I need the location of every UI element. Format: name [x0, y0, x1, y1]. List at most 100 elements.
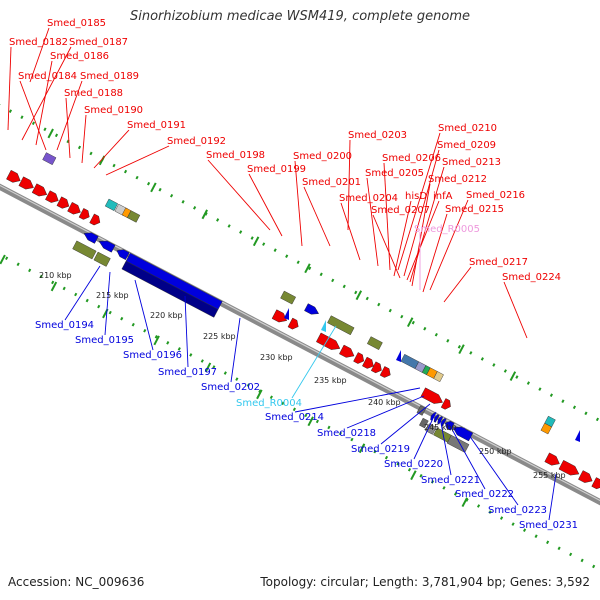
- top-tick-5: [304, 263, 311, 274]
- forward-gene-13-shape: [362, 356, 374, 369]
- label-forward-23: infA: [433, 191, 453, 202]
- leader-forward-23: [406, 200, 440, 281]
- label-forward-18: Smed_0207: [371, 205, 430, 216]
- forward-gene-8: [271, 309, 288, 323]
- reverse-gene-3b-shape: [121, 260, 219, 318]
- label-forward-11: Smed_0199: [247, 164, 306, 175]
- leader-reverse-10: [447, 421, 486, 490]
- leader-forward-4: [19, 80, 47, 151]
- forward-gene-5: [67, 202, 81, 215]
- leader-reverse-7: [380, 403, 431, 445]
- leader-forward-9: [105, 145, 170, 176]
- leader-forward-5: [56, 80, 83, 151]
- leader-forward-14: [347, 139, 351, 231]
- label-forward-27: Smed_0217: [469, 257, 528, 268]
- forward-gene-1-shape: [18, 176, 34, 190]
- leader-forward-26: [422, 213, 448, 293]
- leader-reverse-0: [64, 265, 101, 321]
- forward-misc-15-shape: [540, 422, 552, 435]
- scale-label-0: 210 kbp: [39, 271, 72, 280]
- leader-forward-15: [340, 202, 361, 261]
- label-forward-24: Smed_0212: [428, 174, 487, 185]
- leader-reverse-12: [548, 473, 557, 521]
- forward-misc-0: [42, 152, 57, 166]
- marker-1: [396, 350, 401, 362]
- forward-gene-15-shape: [379, 366, 391, 378]
- label-forward-7: Smed_0190: [84, 105, 143, 116]
- label-reverse-1: Smed_0195: [75, 335, 134, 346]
- reverse-gene-5-shape: [433, 414, 440, 423]
- marker-0: [284, 308, 289, 320]
- scale-tick-5: [256, 389, 263, 400]
- leader-reverse-8: [413, 411, 437, 460]
- forward-misc-13: [433, 371, 444, 383]
- forward-gene-16-shape: [420, 387, 443, 404]
- reverse-block-0-shape: [72, 240, 97, 260]
- forward-gene-6: [78, 208, 90, 220]
- leader-reverse-4: [230, 317, 241, 383]
- reverse-block-1-shape: [93, 251, 111, 267]
- forward-gene-0: [6, 169, 21, 183]
- forward-misc-4-shape: [127, 210, 141, 223]
- label-reverse-7: Smed_0219: [351, 444, 410, 455]
- forward-gene-5-shape: [67, 202, 81, 215]
- label-forward-rna-0: Smed_R0005: [414, 224, 480, 235]
- leader-reverse-6: [346, 395, 425, 429]
- scale-tick-1: [50, 281, 58, 292]
- scale-label-6: 240 kbp: [368, 398, 401, 407]
- reverse-block-5-shape: [419, 417, 429, 429]
- scale-tick-3: [153, 335, 160, 346]
- forward-gene-9-shape: [287, 317, 299, 330]
- scale-tick-9: [461, 497, 468, 508]
- top-tick-4: [252, 236, 260, 247]
- leader-reverse-5: [294, 387, 421, 413]
- label-forward-19: Smed_0210: [438, 123, 497, 134]
- label-forward-12: Smed_0200: [293, 151, 352, 162]
- scale-tick-7: [358, 443, 366, 454]
- reverse-block-2: [425, 423, 437, 435]
- reverse-block-5: [419, 417, 429, 429]
- label-forward-5: Smed_0189: [80, 71, 139, 82]
- label-forward-4: Smed_0184: [18, 71, 77, 82]
- scale-label-8: 250 kbp: [479, 447, 512, 456]
- top-tick-7: [406, 317, 414, 328]
- label-forward-20: Smed_0209: [437, 140, 496, 151]
- label-reverse-0: Smed_0194: [35, 320, 94, 331]
- forward-gene-10-shape: [316, 332, 341, 350]
- label-forward-28: Smed_0224: [502, 272, 561, 283]
- leader-forward-7: [81, 114, 87, 164]
- scale-label-2: 220 kbp: [150, 311, 183, 320]
- forward-gene-15: [379, 366, 391, 378]
- reverse-block-0: [72, 240, 97, 260]
- top-tick-0: [47, 128, 54, 139]
- forward-gene-0-shape: [6, 169, 21, 183]
- forward-gene-8-shape: [271, 309, 288, 323]
- reverse-gene-1: [98, 240, 116, 253]
- forward-gene-2: [31, 183, 48, 197]
- forward-gene-18: [544, 452, 560, 466]
- forward-misc-7: [327, 315, 355, 336]
- leader-forward-17: [383, 162, 391, 271]
- label-reverse-6: Smed_0218: [317, 428, 376, 439]
- label-forward-16: Smed_0205: [365, 168, 424, 179]
- forward-gene-10: [316, 332, 341, 350]
- forward-misc-4: [127, 210, 141, 223]
- top-tick-2: [150, 182, 157, 193]
- top-tick-9: [509, 371, 517, 381]
- label-forward-9: Smed_0192: [167, 136, 226, 147]
- forward-gene-14: [370, 361, 382, 374]
- forward-gene-17: [440, 398, 451, 410]
- scale-label-9: 255 kbp: [533, 471, 566, 480]
- label-forward-2: Smed_0187: [69, 37, 128, 48]
- reverse-gene-2: [116, 249, 130, 260]
- forward-gene-14-shape: [370, 361, 382, 374]
- leader-forward-6: [65, 97, 71, 159]
- leader-forward-0: [29, 27, 50, 83]
- reverse-gene-1-shape: [98, 240, 116, 253]
- label-reverse-rna-0: Smed_R0004: [236, 398, 302, 409]
- forward-misc-6-shape: [304, 303, 319, 315]
- forward-misc-5-shape: [280, 290, 296, 305]
- forward-gene-9: [287, 317, 299, 330]
- label-forward-3: Smed_0186: [50, 51, 109, 62]
- leader-forward-24: [411, 183, 431, 287]
